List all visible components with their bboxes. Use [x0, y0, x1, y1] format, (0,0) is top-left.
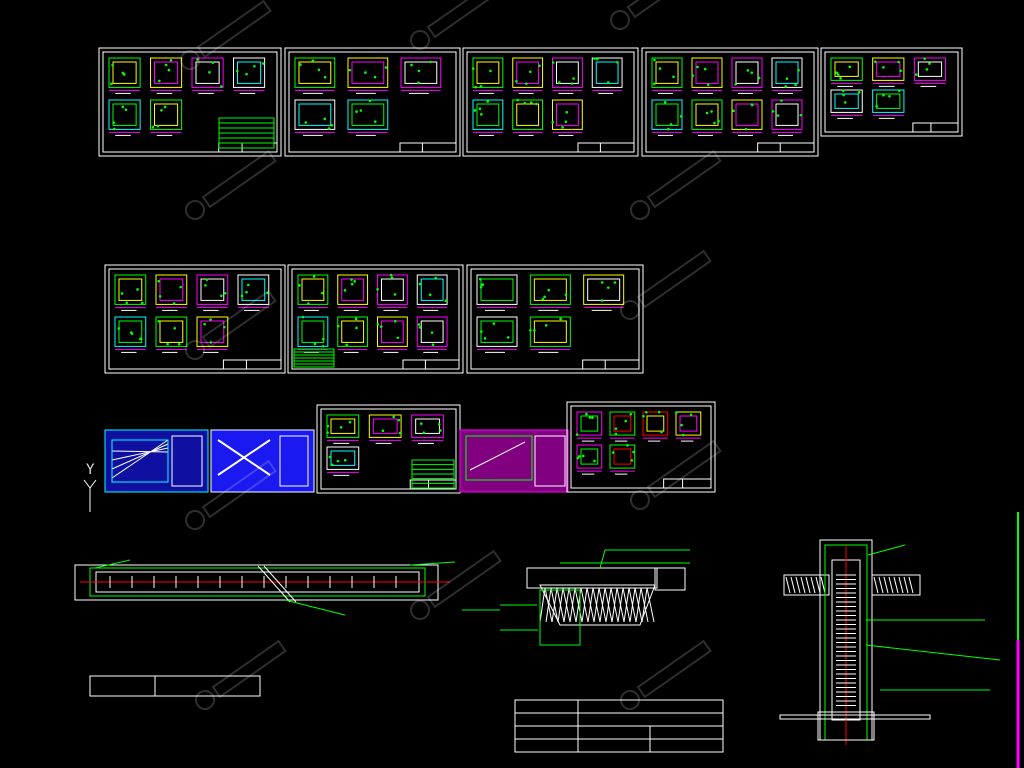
ucs-y-label: Y — [86, 462, 95, 478]
detail-escalator-elevation[interactable] — [779, 512, 1020, 768]
table-1[interactable] — [89, 675, 261, 697]
sheet-2-1[interactable] — [104, 264, 286, 374]
sheet-1-4[interactable] — [641, 47, 819, 157]
sheet-3-5[interactable] — [566, 401, 716, 493]
sheet-1-3[interactable] — [462, 47, 639, 157]
table-2[interactable] — [514, 699, 724, 753]
sheet-1-5[interactable] — [820, 47, 963, 137]
sheet-3-4[interactable] — [459, 429, 569, 493]
detail-handrail-plan[interactable] — [74, 559, 456, 616]
ucs-icon — [83, 479, 97, 512]
sheet-2-3[interactable] — [466, 264, 644, 374]
sheet-3-3[interactable] — [316, 404, 461, 494]
sheet-2-2[interactable] — [287, 264, 464, 374]
detail-pit-section[interactable] — [462, 549, 690, 646]
sheet-3-2[interactable] — [210, 429, 315, 493]
sheet-1-2[interactable] — [284, 47, 461, 157]
watermark-logo — [180, 0, 722, 710]
sheet-3-1[interactable] — [104, 429, 209, 493]
sheet-1-1[interactable] — [98, 47, 282, 157]
